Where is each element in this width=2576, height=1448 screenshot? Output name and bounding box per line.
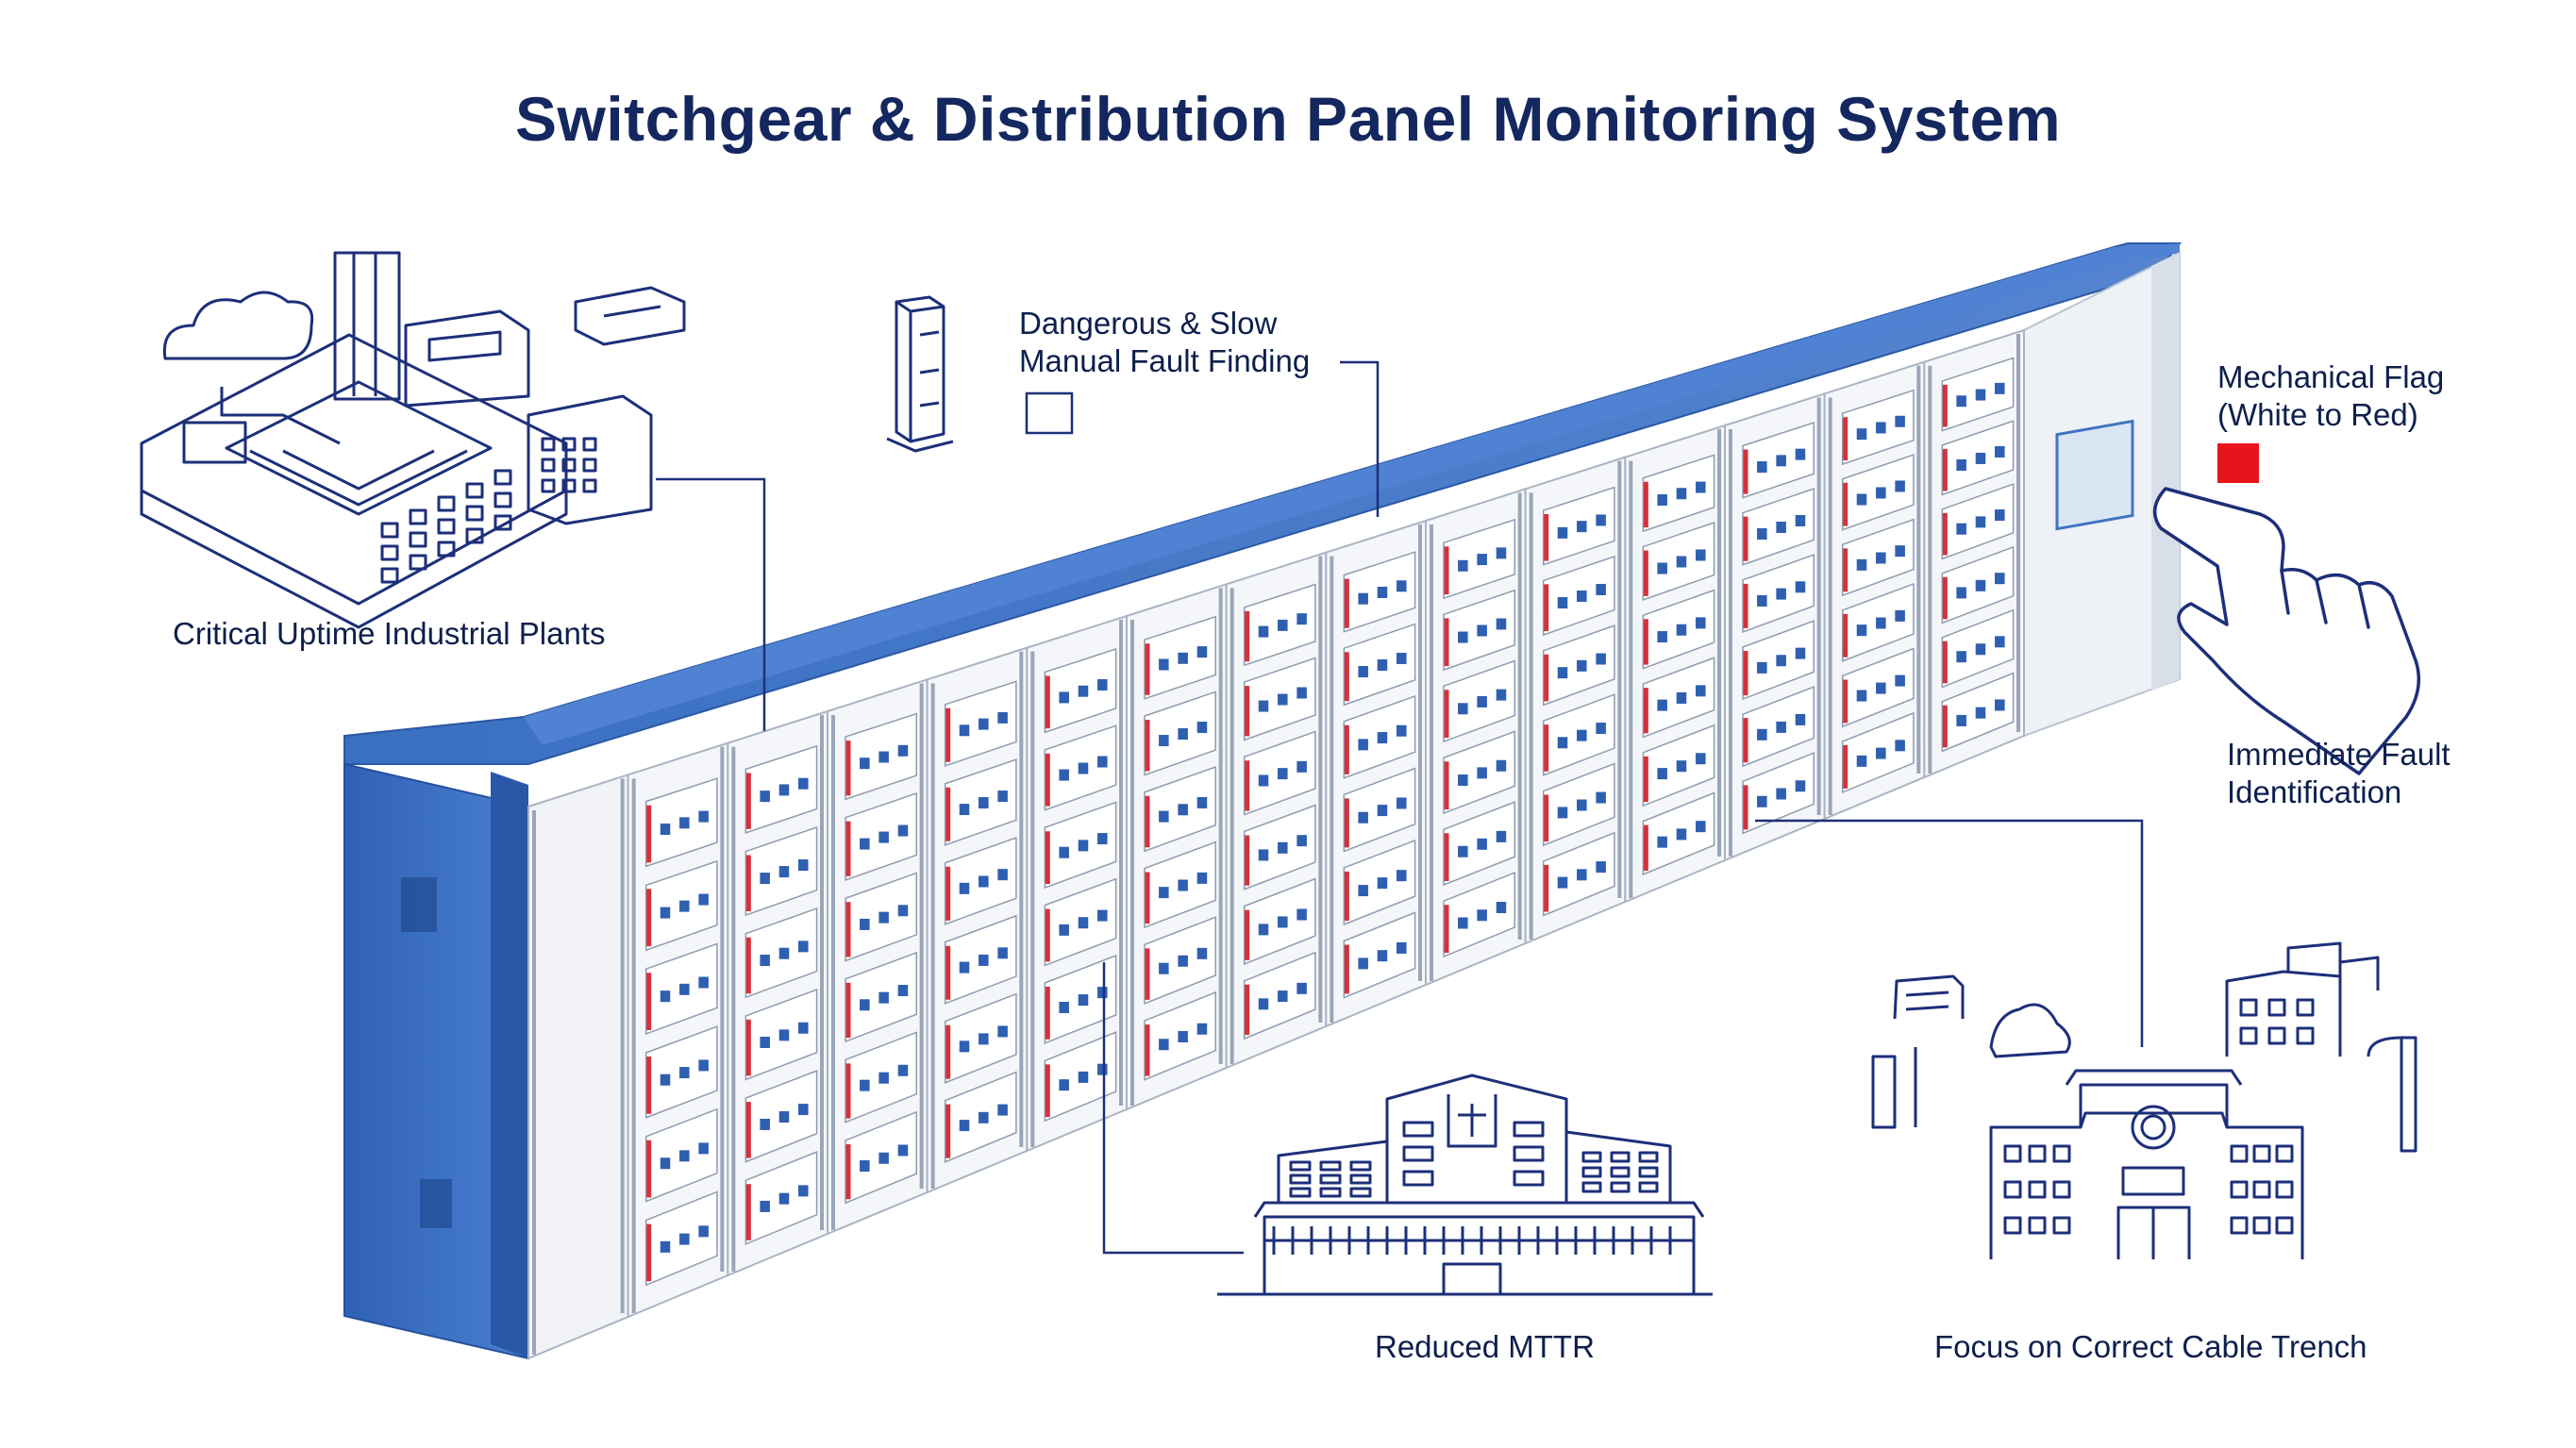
switchgear-bay [1923,328,2025,779]
label-manual-fault: Dangerous & Slow Manual Fault Finding [1019,305,1310,380]
switchgear-lineup [343,242,2183,1360]
label-reduced-mttr: Reduced MTTR [1375,1329,1595,1364]
switchgear-bay [1524,456,1627,945]
switchgear-bay [1624,424,1726,904]
label-cable-trench: Focus on Correct Cable Trench [1934,1328,2367,1366]
page-title: Switchgear & Distribution Panel Monitori… [514,84,2062,154]
switchgear-bay [727,709,828,1277]
leader-critical-uptime [656,477,766,731]
hand-pointer-icon [2152,487,2421,775]
switchgear-bay [1225,551,1328,1070]
switchgear-bay [527,773,629,1360]
switchgear-bay [1724,391,1826,862]
switchgear-bay [1026,614,1128,1153]
label-mechanical-flag-line1: Mechanical Flag [2217,359,2445,394]
label-critical-uptime: Critical Uptime Industrial Plants [173,616,606,651]
flag-white-swatch [1025,391,1074,435]
switchgear-bay [1425,487,1527,987]
switchgear-bay [1823,360,1926,821]
label-immediate-fault-line1: Immediate Fault [2227,737,2451,772]
leader-cable-trench [1755,819,2144,1047]
label-immediate-fault-line2: Identification [2227,774,2402,809]
leader-reduced-mttr [1102,962,1244,1255]
hospital-line-icon [1217,1074,1713,1296]
switchgear-bay [926,646,1029,1194]
label-cable-trench-rest: Cable Trench [2173,1329,2367,1364]
label-manual-fault-line1: Dangerous & Slow [1019,306,1278,341]
label-mechanical-flag: Mechanical Flag (White to Red) [2217,358,2444,434]
callout-leader-lines [656,360,2144,1255]
campus-buildings-line-icon [1871,941,2417,1259]
switchgear-bay [627,741,729,1319]
switchgear-bay [1126,582,1228,1111]
label-mechanical-flag-line2: (White to Red) [2217,397,2418,432]
label-manual-fault-line2: Manual Fault Finding [1019,343,1311,378]
label-immediate-fault: Immediate Fault Identification [2227,736,2451,811]
switchgear-bay [827,677,928,1236]
label-cable-trench-bold: Focus on Correct [1934,1329,2174,1364]
cabinet-line-icon [886,295,954,453]
switchgear-bay [1325,519,1427,1028]
flag-red-swatch [2217,443,2259,483]
switchgear-bays [527,328,2025,1360]
factory-line-icon [140,251,686,629]
leader-manual-fault [1340,360,1380,517]
